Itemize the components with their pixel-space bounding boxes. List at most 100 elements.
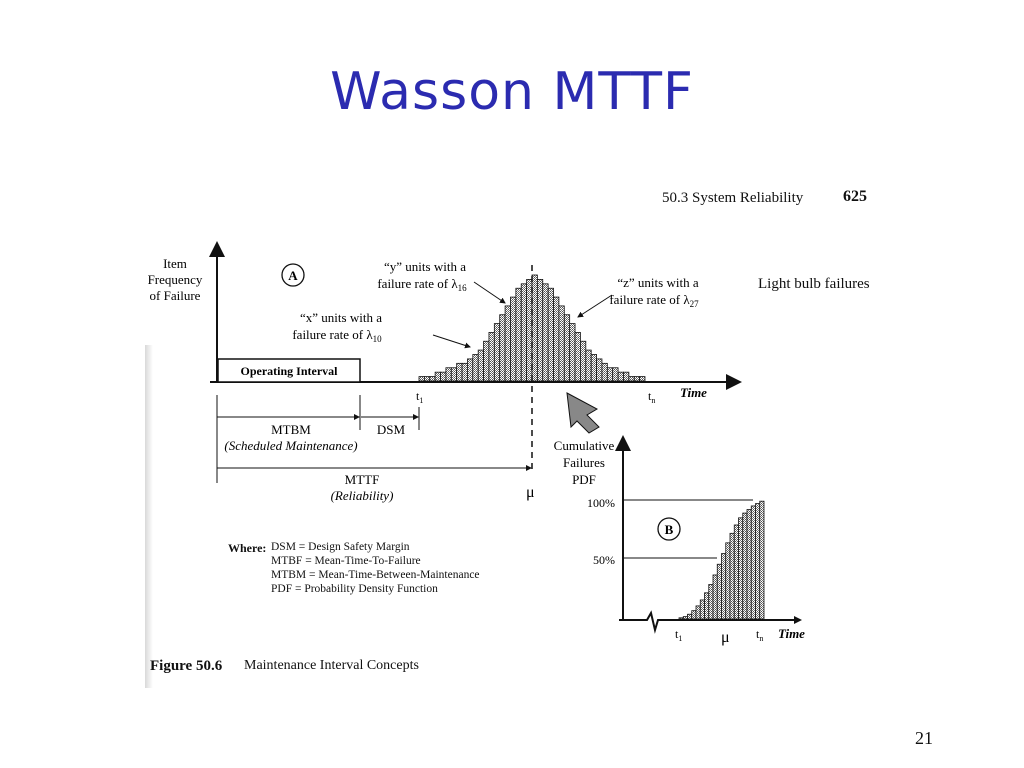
histogram-bar — [526, 279, 533, 382]
histogram-bar — [483, 340, 490, 382]
legend-item-dsm: DSM = Design Safety Margin — [271, 541, 410, 553]
callout-z-arrow — [577, 294, 613, 318]
transition-arrow-icon — [566, 392, 600, 434]
legend-item-pdf: PDF = Probability Density Function — [271, 583, 438, 595]
a-y-label-line-3: of Failure — [150, 288, 201, 303]
histogram-bar — [504, 305, 511, 382]
cumulative-bar — [691, 610, 697, 620]
histogram-bar — [434, 371, 441, 382]
cumulative-bar — [755, 503, 761, 620]
histogram-bar — [510, 296, 517, 382]
cumulative-bar — [750, 505, 756, 620]
histogram-bar — [445, 367, 452, 382]
histogram-bar — [472, 354, 479, 382]
histogram-bar — [628, 376, 635, 382]
figure-label: Figure 50.6 — [150, 658, 223, 674]
b-x-axis-arrowhead — [794, 616, 802, 624]
callout-z-line-2: failure rate of λ27 — [609, 292, 699, 309]
cumulative-bar — [746, 509, 752, 620]
cumulative-bar — [682, 616, 688, 620]
histogram-bar — [531, 274, 538, 382]
histogram-bar — [623, 371, 630, 382]
callout-y-line-2: failure rate of λ16 — [377, 276, 467, 293]
histogram-bar — [617, 371, 624, 382]
histogram-bar — [563, 314, 571, 382]
a-y-label-line-1: Item — [163, 256, 187, 271]
a-tn-label: tn — [648, 389, 655, 405]
cumulative-bar — [716, 563, 722, 620]
a-marker-label: A — [288, 268, 298, 283]
a-marker-circle — [281, 263, 305, 287]
callout-y-arrow — [473, 281, 506, 304]
histogram-bar — [590, 354, 597, 382]
callout-x-arrow — [432, 334, 471, 349]
cumulative-bar — [708, 584, 714, 620]
legend-item-mtbm: MTBM = Mean-Time-Between-Maintenance — [271, 569, 480, 581]
histogram-bar — [423, 376, 431, 382]
callout-x-line-2: failure rate of λ10 — [292, 327, 382, 344]
b-y-label-line-1: Cumulative — [554, 438, 615, 453]
slide-title: Wasson MTTF — [330, 62, 694, 122]
cumulative-bar — [687, 613, 693, 620]
histogram-bar — [574, 332, 581, 382]
histogram-bar — [585, 349, 592, 382]
histogram-bar — [461, 362, 468, 382]
callout-z-line-1: “z” units with a — [617, 275, 698, 290]
diagram-b: Cumulative Failures PDF 100% 50% B t1 μ … — [554, 392, 805, 646]
histogram-bar — [542, 283, 549, 382]
operating-interval-label: Operating Interval — [241, 364, 339, 378]
a-mu-label: μ — [526, 484, 535, 501]
b-tn-label: tn — [756, 627, 763, 643]
diagram-a: Item Frequency of Failure A Operating In… — [148, 241, 742, 503]
callout-x-line-1: “x” units with a — [300, 310, 382, 325]
cumulative-bar — [729, 532, 735, 620]
mttf-description: (Reliability) — [331, 488, 394, 503]
histogram-bar — [606, 367, 614, 382]
b-t1-label: t1 — [675, 627, 682, 643]
histogram-bar — [558, 305, 565, 382]
histogram-bar — [633, 376, 641, 382]
b-tick-50: 50% — [593, 553, 615, 567]
cumulative-bar — [738, 517, 744, 620]
legend-item-mtbf: MTBF = Mean-Time-To-Failure — [271, 555, 421, 567]
histogram-bar — [580, 340, 587, 382]
histogram-bar — [569, 323, 576, 382]
dsm-label: DSM — [377, 422, 406, 437]
cumulative-bar — [721, 553, 727, 620]
slide-page-number: 21 — [915, 728, 933, 748]
cumulative-bar — [733, 524, 739, 620]
slide-note: Light bulb failures — [758, 276, 870, 292]
cumulative-bar — [699, 599, 705, 620]
scan-shadow — [145, 345, 153, 688]
histogram-bar — [553, 296, 560, 382]
b-x-axis-label: Time — [778, 626, 805, 641]
b-x-axis — [619, 610, 800, 634]
book-page-number: 625 — [843, 188, 867, 205]
b-y-label-line-3: PDF — [572, 472, 596, 487]
a-t1-label: t1 — [416, 389, 423, 405]
histogram-bar — [536, 279, 544, 382]
b-tick-100: 100% — [587, 496, 615, 510]
a-y-label-line-2: Frequency — [148, 272, 203, 287]
histogram-bar — [477, 349, 484, 382]
histogram-bar — [515, 287, 522, 382]
histogram-bar — [418, 376, 425, 382]
figure-caption: Maintenance Interval Concepts — [244, 658, 419, 673]
book-section-header: 50.3 System Reliability — [662, 190, 804, 206]
b-marker-circle — [657, 517, 681, 541]
histogram-bar — [639, 376, 646, 382]
cumulative-bar — [704, 592, 710, 620]
histogram-bar — [612, 367, 619, 382]
callout-y-line-1: “y” units with a — [384, 259, 466, 274]
mtbm-description: (Scheduled Maintenance) — [224, 438, 357, 453]
mtbm-label: MTBM — [271, 422, 311, 437]
legend-where: Where: — [228, 541, 267, 555]
cumulative-histogram — [678, 500, 765, 620]
mttf-label: MTTF — [345, 472, 380, 487]
histogram-bar — [547, 287, 554, 382]
histogram-bar — [450, 367, 458, 382]
operating-interval-box — [217, 358, 361, 383]
b-y-label-line-2: Failures — [563, 455, 605, 470]
cumulative-bar — [712, 574, 718, 620]
histogram-bar — [429, 376, 436, 382]
